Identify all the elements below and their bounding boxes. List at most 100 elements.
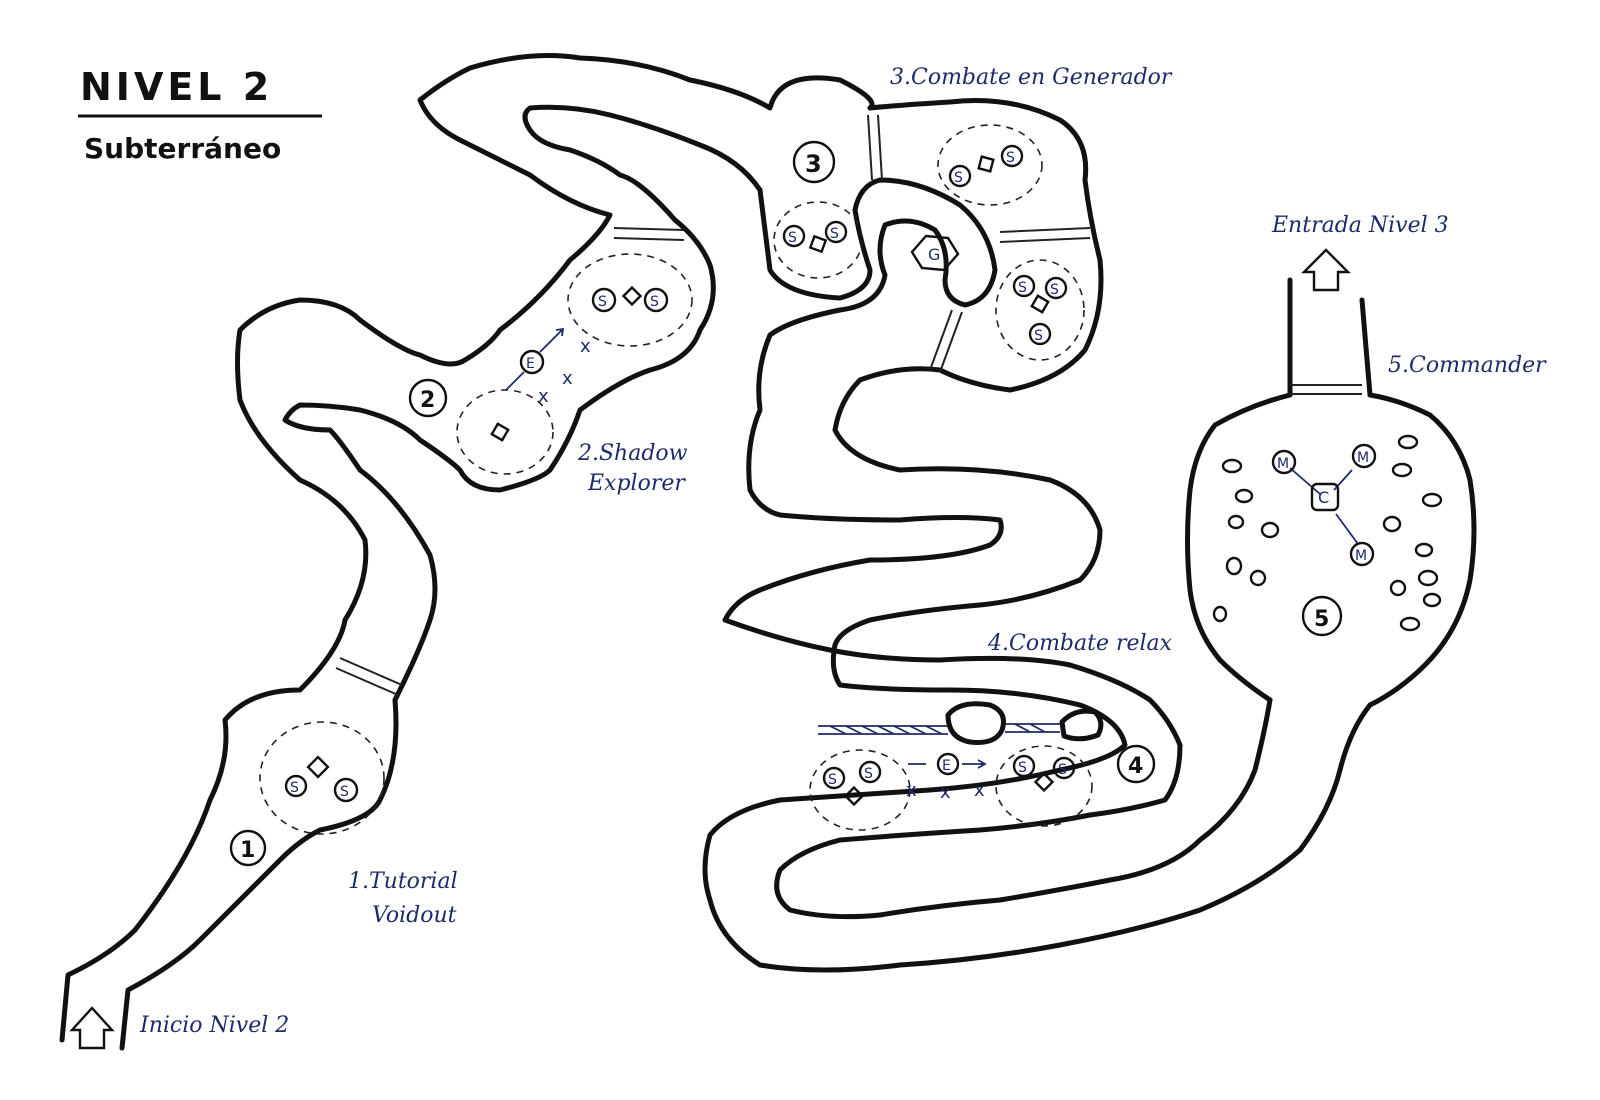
minion-mark: M xyxy=(1355,548,1367,564)
boulder-icon xyxy=(1260,521,1280,539)
generator-mark: G xyxy=(928,245,940,264)
soldier-icon xyxy=(1028,322,1052,346)
start-arrow-icon xyxy=(69,1006,115,1050)
area-number-badge xyxy=(792,140,836,184)
cave-wall-left-inner xyxy=(119,104,763,1051)
enemy-zone-area2-bottom xyxy=(456,389,554,475)
soldier-icon xyxy=(1012,274,1036,298)
boulder-icon xyxy=(1249,569,1267,587)
boulder-icon xyxy=(1389,579,1407,597)
gate-area1 xyxy=(335,657,403,696)
minion-icon xyxy=(1349,541,1375,567)
cover-mark: x xyxy=(562,368,573,389)
cave-wall-area5 xyxy=(1185,277,1477,708)
soldier-mark: S xyxy=(1034,328,1043,344)
boulder-icon xyxy=(1417,569,1439,587)
soldier-mark: S xyxy=(290,780,299,796)
soldier-icon xyxy=(948,164,972,188)
enemy-zone-area3-right xyxy=(995,259,1085,361)
boulder-group xyxy=(1212,434,1443,632)
soldier-mark: S xyxy=(1018,280,1027,296)
soldier-mark: S xyxy=(828,772,837,788)
explorer-mark: E xyxy=(942,758,951,774)
soldier-mark: S xyxy=(1006,150,1015,166)
enemy-zone-area3-top xyxy=(937,124,1043,206)
map-subtitle: Subterráneo xyxy=(84,132,281,165)
cover-icon xyxy=(977,155,995,173)
soldier-mark: S xyxy=(954,170,963,186)
explorer-icon xyxy=(519,349,545,375)
cover-icon xyxy=(490,422,510,442)
rock-area4-right xyxy=(1059,708,1104,742)
boulder-icon xyxy=(1421,492,1443,508)
boulder-icon xyxy=(1422,592,1442,608)
gate-area3-right xyxy=(999,227,1091,243)
soldier-mark: S xyxy=(830,226,839,242)
cover-mark: x xyxy=(974,780,985,801)
soldier-icon xyxy=(824,220,848,244)
cave-wall-area4-top xyxy=(722,617,1273,920)
explorer-icon xyxy=(936,752,960,776)
cover-icon xyxy=(1030,294,1050,314)
area-number-badge xyxy=(1301,595,1343,637)
boulder-icon xyxy=(1212,605,1228,623)
boulder-icon xyxy=(1225,556,1243,576)
soldier-mark: S xyxy=(788,230,797,246)
start-label: Inicio Nivel 2 xyxy=(139,1013,289,1038)
soldier-icon xyxy=(591,287,617,313)
boulder-icon xyxy=(1221,458,1243,474)
cover-icon xyxy=(306,755,330,779)
cover-mark: x xyxy=(538,386,549,407)
boulder-icon xyxy=(1414,542,1434,558)
enemy-zone-area2-top xyxy=(567,253,693,347)
cave-wall-left-outer xyxy=(59,53,875,1043)
gate-area5 xyxy=(1290,384,1362,395)
area-number: 5 xyxy=(1314,607,1329,632)
area-label: Explorer xyxy=(587,471,686,496)
minion-mark: M xyxy=(1357,450,1369,466)
soldier-icon xyxy=(1012,754,1036,778)
area-label: 3.Combate en Generador xyxy=(890,65,1173,90)
area-label: 2.Shadow xyxy=(577,441,688,466)
area-label: 4.Combate relax xyxy=(987,631,1173,656)
boulder-icon xyxy=(1397,434,1419,450)
area-number: 3 xyxy=(805,150,822,178)
soldier-mark: S xyxy=(1050,282,1059,298)
cover-icon xyxy=(1033,771,1055,793)
area-label: 5.Commander xyxy=(1388,353,1547,378)
exit-arrow-icon xyxy=(1301,248,1351,292)
cover-icon xyxy=(843,785,865,807)
boulder-icon xyxy=(1399,616,1421,632)
commander-icon xyxy=(1310,482,1340,512)
soldier-icon xyxy=(1052,756,1076,780)
boulder-icon xyxy=(1234,488,1254,504)
cover-icon xyxy=(621,285,643,307)
area-label: 1.Tutorial xyxy=(348,869,458,894)
cover-mark: x xyxy=(906,780,917,801)
exit-label: Entrada Nivel 3 xyxy=(1271,213,1449,238)
soldier-mark: S xyxy=(650,294,659,310)
commander-mark: C xyxy=(1318,488,1329,507)
enemy-zone-area1 xyxy=(259,721,385,835)
gate-area2 xyxy=(613,227,685,241)
soldier-mark: S xyxy=(1018,760,1027,776)
cover-icon xyxy=(808,234,828,254)
boulder-icon xyxy=(1391,462,1413,478)
gate-area4-fence xyxy=(818,723,1060,735)
area-number: 1 xyxy=(240,838,255,863)
soldier-icon xyxy=(1044,276,1068,300)
soldier-mark: S xyxy=(864,766,873,782)
enemy-zone-area4-right xyxy=(995,745,1093,827)
minion-icon xyxy=(1351,443,1377,469)
generator-icon xyxy=(910,234,960,272)
soldier-icon xyxy=(822,766,846,790)
map-title: NIVEL 2 xyxy=(80,65,273,109)
minion-mark: M xyxy=(1277,456,1289,472)
area-number-badge xyxy=(229,829,267,867)
patrol-route xyxy=(908,759,987,769)
area-number: 4 xyxy=(1128,754,1143,779)
boulder-icon xyxy=(1227,514,1245,530)
soldier-icon xyxy=(284,774,308,798)
soldier-icon xyxy=(858,760,882,784)
